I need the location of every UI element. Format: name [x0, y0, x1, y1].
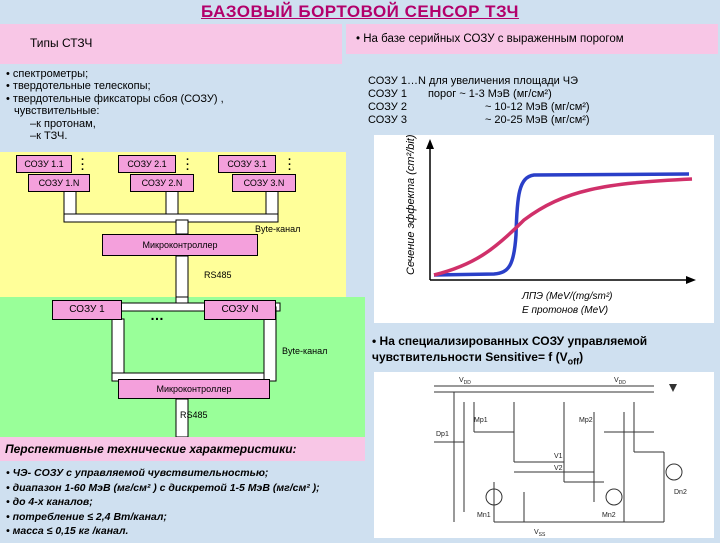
vdd-label-2: VDD — [614, 377, 626, 386]
chip-dots: ··· — [288, 154, 292, 176]
chip-dots: ··· — [186, 154, 190, 176]
rs485-label: RS485 — [204, 270, 232, 280]
perspective-item: • до 4-х каналов; — [6, 496, 93, 508]
sozu-row-value: ~ 20-25 МэВ (мг/см²) — [484, 114, 590, 126]
microcontroller-box: Микроконтроллер — [102, 234, 258, 256]
v1-label: V1 — [554, 453, 563, 460]
mn2-label: Mn2 — [602, 512, 616, 519]
sozu-row-name: СОЗУ 1 — [368, 88, 407, 100]
mp1-label: Mp1 — [474, 417, 488, 424]
sozu-row-name: СОЗУ 3 — [368, 114, 407, 126]
chip-sozu-1-n: СОЗУ 1.N — [28, 174, 90, 192]
perspective-list: • ЧЭ- СОЗУ с управляемой чувствительност… — [6, 466, 320, 539]
types-header-bg — [0, 24, 342, 64]
graph-xlabel-2: E протонов (MeV) — [522, 305, 608, 316]
chip-sozu-2-1: СОЗУ 2.1 — [118, 155, 176, 173]
perspective-item: • диапазон 1-60 МэВ (мг/см² ) с дискрето… — [6, 481, 320, 494]
sozu-row-name: СОЗУ 2 — [368, 101, 407, 113]
chip-sozu-3-1: СОЗУ 3.1 — [218, 155, 276, 173]
right-header-bg — [346, 24, 718, 54]
ellipsis: … — [150, 307, 164, 323]
right-heading: • На базе серийных СОЗУ с выраженным пор… — [356, 33, 624, 45]
types-item: –к ТЗЧ. — [30, 130, 68, 143]
types-list: • спектрометры; • твердотельные телескоп… — [6, 68, 224, 142]
vss-label: VSS — [534, 529, 546, 538]
cross-section-graph: Сечение эффекта (cm²/bit) ЛПЭ (MeV/(mg/s… — [374, 134, 714, 323]
chip-dots: ··· — [81, 154, 85, 176]
types-item: –к протонам, — [30, 117, 96, 130]
sozu-row-value: ~ 10-12 МэВ (мг/см²) — [484, 101, 590, 113]
byte-channel-label: Byte-канал — [255, 224, 301, 234]
specialized-line-2-end: ) — [579, 350, 584, 364]
specialized-line-1: • На специализированных СОЗУ управляемой — [372, 334, 648, 348]
vdd-arrow — [669, 384, 677, 392]
v2-label: V2 — [554, 465, 563, 472]
sozu-row-name: СОЗУ 1…N для увеличения площади ЧЭ — [368, 75, 579, 87]
perspective-header-bg — [0, 437, 365, 461]
chip-sozu-1-1: СОЗУ 1.1 — [16, 155, 72, 173]
circuit-schematic: VDD VDD Mp1 Mp2 Dp1 Dn2 Mn1 Mn2 V1 V2 VS… — [374, 372, 714, 538]
perspective-item: • масса ≤ 0,15 кг /канал. — [6, 525, 129, 537]
chip-sozu-2-n: СОЗУ 2.N — [130, 174, 194, 192]
specialized-line-2: чувствительности Sensitive= f (Voff) — [372, 349, 647, 369]
rs485-label-2: RS485 — [180, 410, 208, 420]
curve-red — [433, 177, 693, 277]
perspective-item: • ЧЭ- СОЗУ с управляемой чувствительност… — [6, 467, 269, 479]
types-item: • твердотельные телескопы; — [6, 80, 151, 93]
vdd-label-1: VDD — [459, 377, 471, 386]
byte-channel-label-2: Byte-канал — [282, 346, 328, 356]
types-item: чувствительные: — [14, 105, 100, 118]
sozu-row-value: порог ~ 1-3 МэВ (мг/см²) — [427, 88, 552, 100]
graph-xlabel-1: ЛПЭ (MeV/(mg/sm²) — [521, 291, 612, 302]
x-axis-arrow — [686, 276, 696, 284]
sozu-threshold-table: СОЗУ 1…N для увеличения площади ЧЭ СОЗУ … — [368, 75, 593, 127]
types-item: • спектрометры; — [6, 68, 89, 80]
types-title: Типы СТЗЧ — [30, 36, 93, 50]
mn1-label: Mn1 — [477, 512, 491, 519]
perspective-item: • потребление ≤ 2,4 Вт/канал; — [6, 510, 167, 523]
chip-sozu-3-n: СОЗУ 3.N — [232, 174, 296, 192]
page-title: БАЗОВЫЙ БОРТОВОЙ СЕНСОР ТЗЧ — [201, 2, 519, 21]
curve-blue — [433, 172, 690, 277]
circuit-svg: VDD VDD Mp1 Mp2 Dp1 Dn2 Mn1 Mn2 V1 V2 VS… — [434, 377, 687, 538]
dp1-label: Dp1 — [436, 431, 449, 438]
types-item: • твердотельные фиксаторы сбоя (СОЗУ) , — [6, 92, 224, 105]
mp2-label: Mp2 — [579, 417, 593, 424]
graph-svg: Сечение эффекта (cm²/bit) ЛПЭ (MeV/(mg/s… — [405, 134, 696, 316]
graph-ylabel: Сечение эффекта (cm²/bit) — [405, 135, 417, 275]
specialized-line-2-text: чувствительности Sensitive= f (V — [372, 350, 568, 364]
y-axis-arrow — [426, 139, 434, 149]
sensor-array-wiring — [63, 190, 279, 297]
microcontroller-box-2: Микроконтроллер — [118, 379, 270, 399]
specialized-sozu-text: • На специализированных СОЗУ управляемой… — [372, 333, 647, 369]
sozu-n-box: СОЗУ N — [204, 300, 276, 320]
perspective-title: Перспективные технические характеристики… — [5, 442, 297, 456]
specialized-line-2-sub: off — [567, 356, 580, 367]
dn2-label: Dn2 — [674, 489, 687, 496]
sozu-1-box: СОЗУ 1 — [52, 300, 122, 320]
